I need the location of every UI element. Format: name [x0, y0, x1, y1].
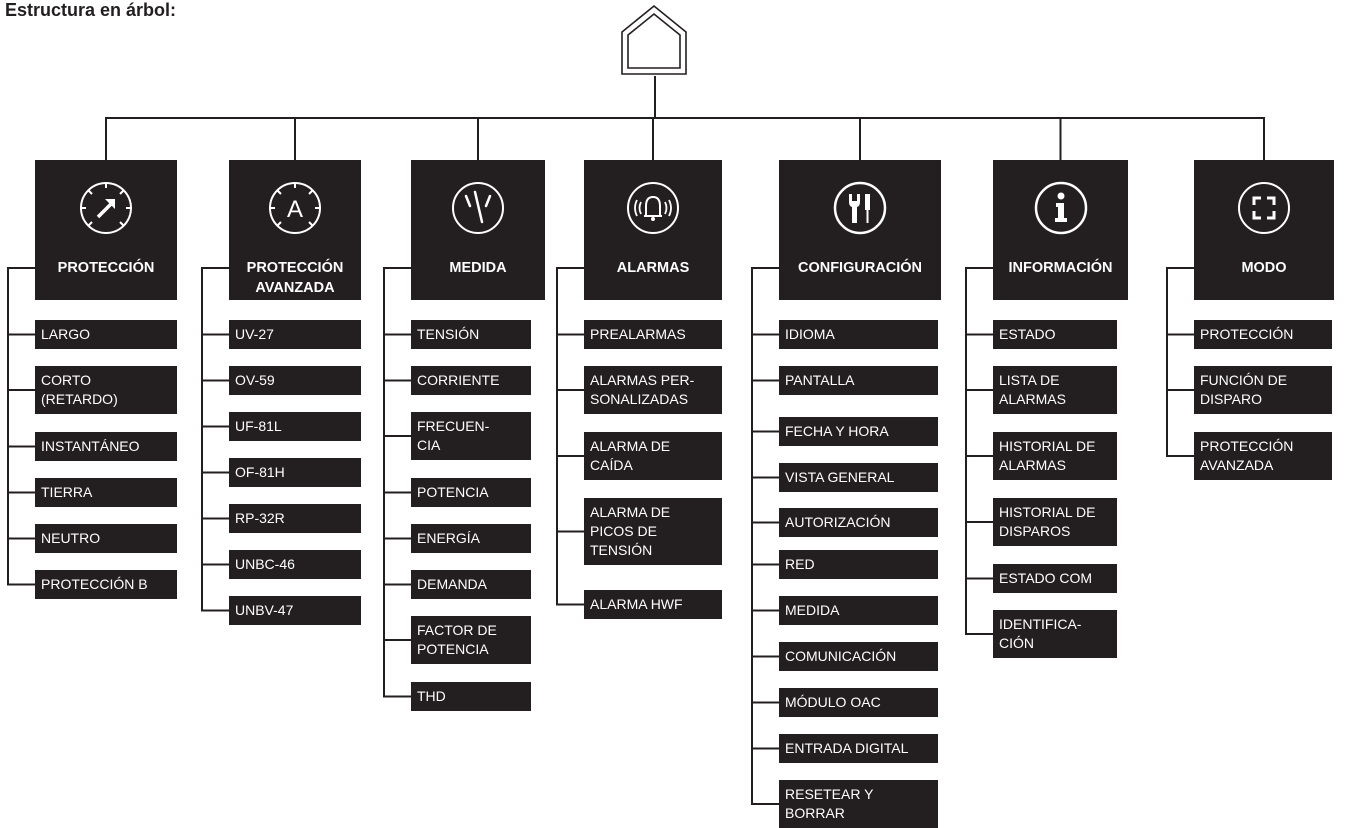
menu-item[interactable]: ALARMAS PER- SONALIZADAS	[584, 366, 722, 414]
menu-item[interactable]: CORRIENTE	[411, 366, 531, 395]
menu-item[interactable]: IDIOMA	[779, 320, 938, 349]
menu-item[interactable]: FECHA Y HORA	[779, 417, 938, 446]
menu-item[interactable]: ENTRADA DIGITAL	[779, 734, 938, 763]
category-label: INFORMACIÓN	[1008, 260, 1113, 276]
category-label: MEDIDA	[449, 260, 507, 276]
svg-text:A: A	[287, 196, 303, 223]
category-3[interactable]: ALARMAS	[584, 160, 722, 300]
menu-item[interactable]: INSTANTÁNEO	[35, 432, 177, 461]
info-icon	[993, 180, 1128, 236]
menu-item[interactable]: LARGO	[35, 320, 177, 349]
category-label: ALARMAS	[616, 260, 690, 276]
tools-icon	[779, 180, 941, 236]
menu-item[interactable]: OF-81H	[229, 458, 361, 487]
category-1[interactable]: A PROTECCIÓN AVANZADA	[229, 160, 361, 300]
menu-item[interactable]: ALARMA HWF	[584, 590, 722, 619]
category-2[interactable]: MEDIDA	[411, 160, 545, 300]
menu-item[interactable]: MEDIDA	[779, 596, 938, 625]
page-title: Estructura en árbol:	[5, 0, 177, 20]
menu-item[interactable]: LISTA DE ALARMAS	[993, 366, 1117, 414]
menu-item[interactable]: PROTECCIÓN B	[35, 570, 177, 599]
menu-item[interactable]: AUTORIZACIÓN	[779, 508, 938, 537]
home-outline-icon[interactable]	[620, 4, 688, 76]
menu-item[interactable]: RP-32R	[229, 504, 361, 533]
menu-item[interactable]: ESTADO	[993, 320, 1117, 349]
bell-ringing-icon	[584, 180, 722, 236]
menu-item[interactable]: DEMANDA	[411, 570, 531, 599]
category-label: PROTECCIÓN AVANZADA	[246, 260, 344, 296]
menu-item[interactable]: IDENTIFICA- CIÓN	[993, 610, 1117, 658]
menu-item[interactable]: ENERGÍA	[411, 524, 531, 553]
gauge-arrow-icon	[35, 180, 177, 236]
category-label: MODO	[1241, 260, 1287, 276]
menu-item[interactable]: ESTADO COM	[993, 564, 1117, 593]
category-label: CONFIGURACIÓN	[797, 260, 923, 276]
menu-item[interactable]: TENSIÓN	[411, 320, 531, 349]
meter-icon	[411, 180, 545, 236]
category-6[interactable]: MODO	[1194, 160, 1334, 300]
menu-item[interactable]: PROTECCIÓN	[1194, 320, 1332, 349]
menu-item[interactable]: ALARMA DE CAÍDA	[584, 432, 722, 480]
category-label: PROTECCIÓN	[57, 260, 155, 276]
menu-item[interactable]: FACTOR DE POTENCIA	[411, 616, 531, 664]
mode-frame-icon	[1194, 180, 1334, 236]
menu-item[interactable]: THD	[411, 682, 531, 711]
menu-item[interactable]: OV-59	[229, 366, 361, 395]
gauge-a-icon: A	[229, 180, 361, 236]
menu-item[interactable]: UNBC-46	[229, 550, 361, 579]
menu-item[interactable]: COMUNICACIÓN	[779, 642, 938, 671]
menu-item[interactable]: MÓDULO OAC	[779, 688, 938, 717]
category-0[interactable]: PROTECCIÓN	[35, 160, 177, 300]
menu-item[interactable]: RESETEAR Y BORRAR	[779, 780, 938, 828]
category-5[interactable]: INFORMACIÓN	[993, 160, 1128, 300]
menu-item[interactable]: NEUTRO	[35, 524, 177, 553]
menu-item[interactable]: FRECUEN- CIA	[411, 412, 531, 460]
menu-item[interactable]: TIERRA	[35, 478, 177, 507]
menu-item[interactable]: PROTECCIÓN AVANZADA	[1194, 432, 1332, 480]
menu-item[interactable]: RED	[779, 550, 938, 579]
menu-item[interactable]: PREALARMAS	[584, 320, 722, 349]
menu-item[interactable]: UV-27	[229, 320, 361, 349]
menu-item[interactable]: UF-81L	[229, 412, 361, 441]
menu-item[interactable]: CORTO (RETARDO)	[35, 366, 177, 414]
menu-item[interactable]: VISTA GENERAL	[779, 463, 938, 492]
menu-item[interactable]: PANTALLA	[779, 366, 938, 395]
menu-item[interactable]: UNBV-47	[229, 596, 361, 625]
category-4[interactable]: CONFIGURACIÓN	[779, 160, 941, 300]
menu-item[interactable]: HISTORIAL DE DISPAROS	[993, 498, 1117, 546]
menu-item[interactable]: POTENCIA	[411, 478, 531, 507]
menu-item[interactable]: ALARMA DE PICOS DE TENSIÓN	[584, 498, 722, 565]
menu-item[interactable]: FUNCIÓN DE DISPARO	[1194, 366, 1332, 414]
menu-item[interactable]: HISTORIAL DE ALARMAS	[993, 432, 1117, 480]
